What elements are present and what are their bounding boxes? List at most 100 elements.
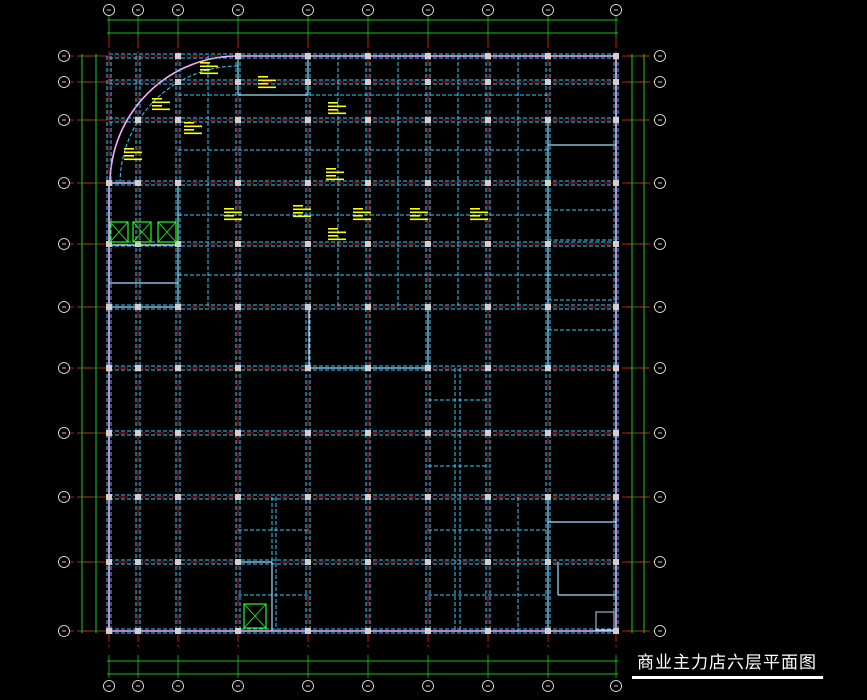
column — [106, 241, 112, 247]
column — [545, 304, 551, 310]
column — [425, 494, 431, 500]
yellow-notes — [124, 62, 488, 241]
column — [425, 430, 431, 436]
column — [175, 494, 181, 500]
column — [545, 53, 551, 59]
column — [175, 430, 181, 436]
column — [135, 304, 141, 310]
column — [485, 53, 491, 59]
note-mark — [328, 109, 338, 111]
column — [613, 628, 619, 634]
column — [175, 559, 181, 565]
column — [365, 559, 371, 565]
column — [545, 494, 551, 500]
elevator-car-icon — [132, 221, 152, 243]
column — [175, 365, 181, 371]
note-mark — [328, 228, 338, 230]
column — [613, 117, 619, 123]
column — [485, 117, 491, 123]
column — [175, 117, 181, 123]
column — [485, 494, 491, 500]
note-mark — [328, 238, 346, 241]
column — [365, 430, 371, 436]
column — [485, 365, 491, 371]
note-mark — [124, 155, 134, 157]
column — [485, 79, 491, 85]
note-mark — [200, 65, 218, 68]
elevator-car-icon — [157, 221, 177, 243]
column — [425, 79, 431, 85]
column — [135, 494, 141, 500]
elevator-car-icon — [243, 603, 267, 629]
column — [485, 559, 491, 565]
beam-lines — [106, 53, 619, 634]
note-mark — [326, 178, 344, 181]
column — [135, 628, 141, 634]
column — [545, 180, 551, 186]
column — [305, 559, 311, 565]
column — [545, 79, 551, 85]
column — [135, 241, 141, 247]
elevator-shaft — [243, 603, 267, 629]
note-mark — [152, 108, 170, 111]
column — [235, 79, 241, 85]
note-mark — [293, 215, 311, 218]
note-mark — [353, 208, 363, 210]
column — [613, 304, 619, 310]
column — [235, 365, 241, 371]
note-mark — [328, 231, 346, 234]
column — [305, 628, 311, 634]
column — [305, 365, 311, 371]
column — [135, 180, 141, 186]
column — [305, 241, 311, 247]
column — [613, 79, 619, 85]
dimension-lines — [78, 16, 648, 678]
note-mark — [470, 208, 480, 210]
column — [235, 53, 241, 59]
column — [425, 365, 431, 371]
note-mark — [184, 125, 202, 128]
column — [545, 430, 551, 436]
column — [425, 53, 431, 59]
column — [235, 241, 241, 247]
note-mark — [353, 218, 371, 221]
column — [235, 304, 241, 310]
note-mark — [328, 112, 346, 115]
column — [235, 180, 241, 186]
note-mark — [124, 148, 134, 150]
column — [485, 304, 491, 310]
column — [485, 180, 491, 186]
elevator-shaft — [157, 221, 177, 243]
column — [613, 53, 619, 59]
elevator-shaft — [132, 221, 152, 243]
column — [613, 559, 619, 565]
column — [106, 180, 112, 186]
column — [545, 365, 551, 371]
column — [613, 241, 619, 247]
elevator-car-icon — [109, 221, 129, 243]
column — [175, 304, 181, 310]
note-mark — [124, 158, 142, 161]
elevator-group — [109, 221, 615, 631]
note-mark — [410, 218, 428, 221]
note-mark — [224, 208, 234, 210]
column — [425, 304, 431, 310]
note-mark — [152, 105, 162, 107]
column — [425, 180, 431, 186]
column — [365, 53, 371, 59]
columns — [106, 53, 619, 634]
curved-corner-wall — [109, 55, 239, 184]
note-mark — [470, 218, 488, 221]
column — [365, 241, 371, 247]
note-mark — [224, 211, 242, 214]
column — [365, 117, 371, 123]
note-mark — [200, 62, 210, 64]
note-mark — [410, 215, 420, 217]
column — [365, 628, 371, 634]
note-mark — [200, 72, 218, 75]
column — [613, 180, 619, 186]
note-mark — [152, 98, 162, 100]
note-mark — [326, 168, 336, 170]
note-mark — [410, 208, 420, 210]
plan-title-underline — [632, 676, 823, 679]
